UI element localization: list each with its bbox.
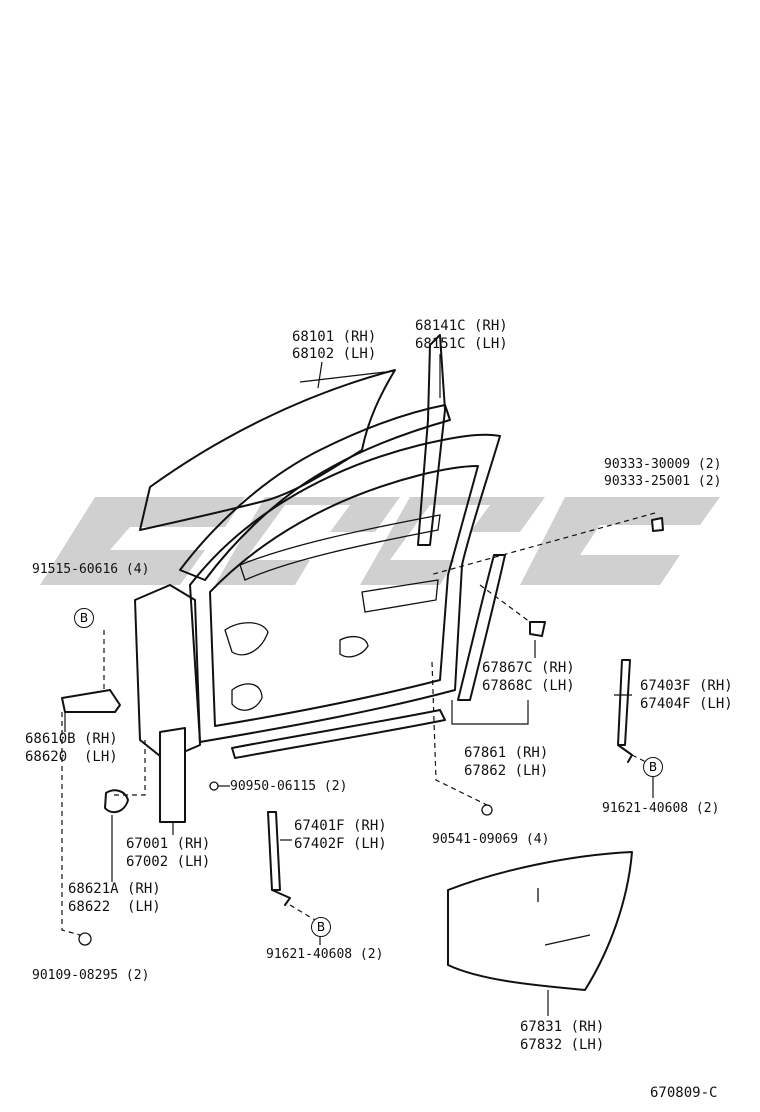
weatherstrip xyxy=(457,554,506,701)
label-hinge-lower-lh: 68622 (LH) xyxy=(68,899,161,915)
leader-panel xyxy=(110,740,146,796)
door-service-hole-1 xyxy=(224,622,269,656)
run-channel-rear xyxy=(417,334,446,546)
callout-b-bottom: B xyxy=(311,917,331,937)
label-run-channel-lh: 68151C (LH) xyxy=(415,336,508,352)
diagram-id: 670809-C xyxy=(650,1085,718,1101)
callout-b-right: B xyxy=(643,757,663,777)
door-service-hole-4 xyxy=(361,579,439,613)
label-hinge-upper-rh: 68610B (RH) xyxy=(25,731,118,747)
leader-clip-a-2 xyxy=(479,584,531,623)
label-glass-lh: 68102 (LH) xyxy=(292,346,377,362)
leader-glass xyxy=(317,361,323,389)
label-weatherstrip-lh: 67862 (LH) xyxy=(464,763,549,779)
label-hinge-lower-rh: 68621A (RH) xyxy=(68,881,161,897)
door-outer-panel xyxy=(159,727,186,823)
leader-clip-a xyxy=(429,512,656,576)
door-window-opening xyxy=(239,514,441,581)
label-service-cover-rh: 67831 (RH) xyxy=(520,1019,605,1035)
callout-b-top: B xyxy=(74,608,94,628)
leader-bolt xyxy=(61,712,81,936)
leader-screw-b-bottom xyxy=(289,904,316,921)
label-run-channel-rh: 68141C (RH) xyxy=(415,318,508,334)
label-clip-a-2: 90333-25001 (2) xyxy=(604,474,722,489)
door-pillar xyxy=(134,584,201,761)
label-frame-cover-rear-rh: 67403F (RH) xyxy=(640,678,733,694)
label-weatherstrip-rh: 67861 (RH) xyxy=(464,745,549,761)
label-screw-b-top: 91515-60616 (4) xyxy=(32,562,150,577)
frame-cover-front-part xyxy=(267,811,291,906)
label-weatherstrip-clip-rh: 67867C (RH) xyxy=(482,660,575,676)
run-channel xyxy=(179,404,451,581)
clip-a-part xyxy=(651,517,664,532)
door-service-hole-3 xyxy=(339,635,369,658)
watermark-logo xyxy=(40,497,720,585)
cover-mark xyxy=(537,888,591,946)
label-hinge-upper-lh: 68620 (LH) xyxy=(25,749,118,765)
label-door-panel-lh: 67002 (LH) xyxy=(126,854,211,870)
plug-part xyxy=(209,781,219,791)
service-hole-cover-part xyxy=(447,851,633,991)
frame-cover-rear-part xyxy=(617,659,633,763)
door-glass xyxy=(139,369,396,531)
label-frame-cover-front-lh: 67402F (LH) xyxy=(294,836,387,852)
label-frame-cover-front-rh: 67401F (RH) xyxy=(294,818,387,834)
leader-weatherstrip xyxy=(451,700,529,725)
bolt-part xyxy=(78,932,92,946)
label-service-cover-lh: 67832 (LH) xyxy=(520,1037,605,1053)
label-bolt: 90109-08295 (2) xyxy=(32,968,150,983)
hinge-upper-part xyxy=(61,689,121,713)
clip-c-part xyxy=(481,804,493,816)
lower-moulding xyxy=(231,709,446,759)
label-clip-c: 90541-09069 (4) xyxy=(432,832,550,847)
door-inner-panel xyxy=(209,465,479,727)
label-screw-b-bottom: 91621-40608 (2) xyxy=(266,947,384,962)
label-glass-rh: 68101 (RH) xyxy=(292,329,377,345)
glass-edge-line xyxy=(299,371,386,383)
label-frame-cover-rear-lh: 67404F (LH) xyxy=(640,696,733,712)
label-screw-b-right: 91621-40608 (2) xyxy=(602,801,720,816)
weatherstrip-clip-part xyxy=(529,621,546,637)
label-weatherstrip-clip-lh: 67868C (LH) xyxy=(482,678,575,694)
door-service-hole-2 xyxy=(231,683,263,711)
label-clip-a-1: 90333-30009 (2) xyxy=(604,457,722,472)
label-plug: 90950-06115 (2) xyxy=(230,779,348,794)
leader-clip-c xyxy=(431,661,488,806)
door-frame xyxy=(189,433,501,743)
hinge-lower-part xyxy=(104,789,129,814)
label-door-panel-rh: 67001 (RH) xyxy=(126,836,211,852)
